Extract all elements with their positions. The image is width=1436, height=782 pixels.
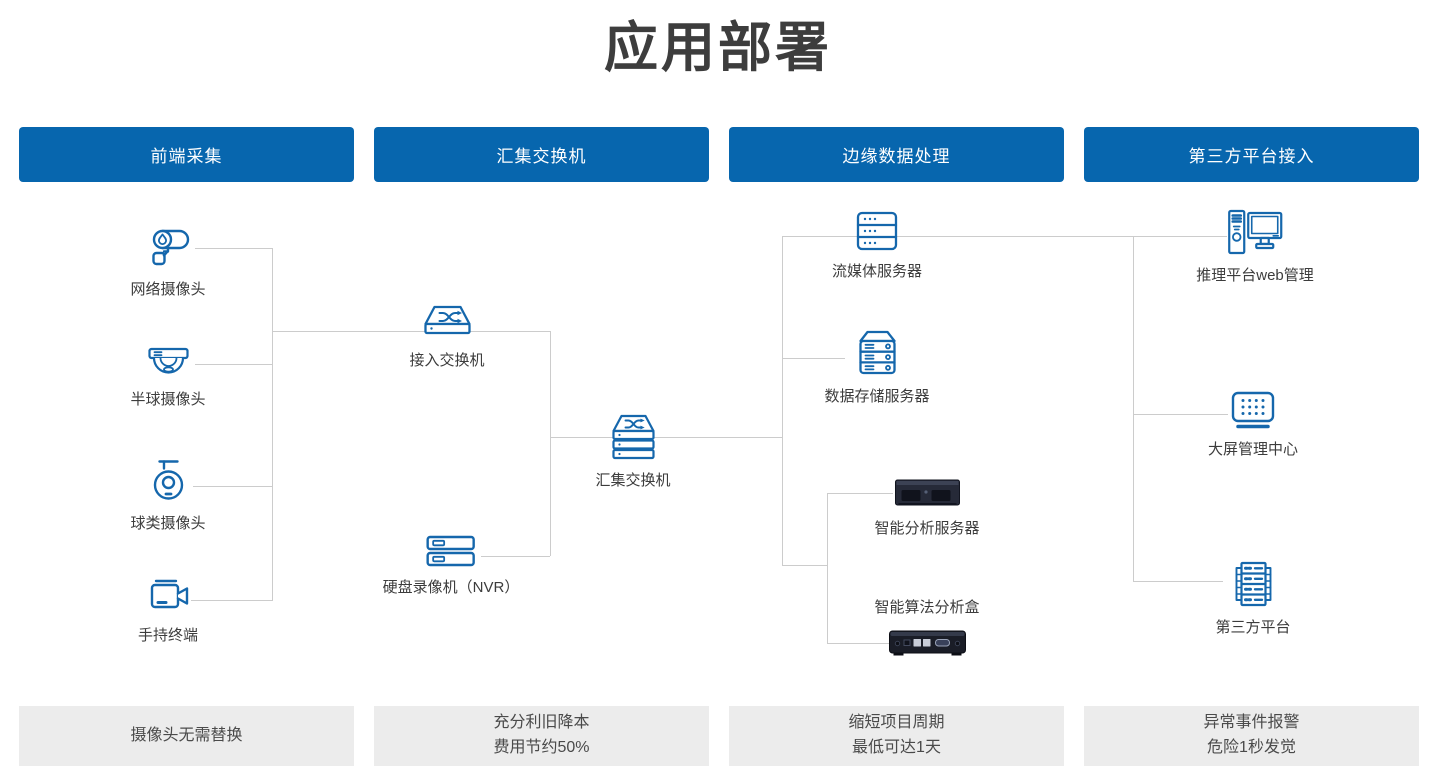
connector-line xyxy=(193,486,272,487)
node-third-party-platform: 第三方平台 xyxy=(1215,560,1291,637)
dome-camera-icon xyxy=(146,346,190,380)
ball-camera-icon xyxy=(148,458,188,504)
connector-line xyxy=(272,248,273,601)
connector-line xyxy=(827,643,899,644)
node-label: 球类摄像头 xyxy=(130,515,206,532)
led-screen-icon xyxy=(1230,390,1276,430)
node-big-screen-center: 大屏管理中心 xyxy=(1208,390,1298,459)
desktop-computer-icon xyxy=(1226,208,1284,256)
connector-line xyxy=(272,331,550,332)
node-label: 半球摄像头 xyxy=(130,391,206,408)
node-label: 接入交换机 xyxy=(409,352,485,369)
node-storage-server: 数据存储服务器 xyxy=(824,329,930,406)
handheld-camera-icon xyxy=(146,576,190,616)
stacked-switch-icon xyxy=(604,413,662,461)
column-header-frontend-capture: 前端采集 xyxy=(19,127,354,182)
node-label: 第三方平台 xyxy=(1215,619,1291,636)
page-title: 应用部署 xyxy=(604,18,832,78)
bullet-camera-icon xyxy=(145,224,191,270)
column-header-edge-processing: 边缘数据处理 xyxy=(729,127,1064,182)
storage-server-icon xyxy=(854,329,900,377)
node-label: 数据存储服务器 xyxy=(824,388,930,405)
benefit-frontend-capture: 摄像头无需替换 xyxy=(19,706,354,766)
node-streaming-server: 流媒体服务器 xyxy=(832,210,922,281)
connector-line xyxy=(195,364,272,365)
benefit-line: 摄像头无需替换 xyxy=(130,726,243,744)
connector-line xyxy=(782,236,1227,237)
node-label: 智能分析服务器 xyxy=(874,520,980,537)
node-nvr-recorder: 硬盘录像机（NVR） xyxy=(382,534,520,597)
connector-line xyxy=(782,236,783,565)
node-dome-camera: 半球摄像头 xyxy=(130,346,206,409)
streaming-server-icon xyxy=(854,210,900,252)
connector-line xyxy=(1133,414,1228,415)
node-label: 推理平台web管理 xyxy=(1196,267,1314,284)
benefit-line: 充分利旧降本 xyxy=(493,714,590,732)
network-switch-icon xyxy=(418,303,476,341)
benefit-aggregation-switch: 充分利旧降本 费用节约50% xyxy=(374,706,709,766)
node-label: 手持终端 xyxy=(137,627,199,644)
node-handheld-terminal: 手持终端 xyxy=(138,576,198,645)
connector-line xyxy=(550,437,782,438)
connector-line xyxy=(827,493,828,644)
node-label: 硬盘录像机（NVR） xyxy=(382,579,520,596)
server-rack-icon xyxy=(1230,560,1276,608)
node-access-switch: 接入交换机 xyxy=(409,303,485,370)
connector-line xyxy=(195,248,272,249)
connector-line xyxy=(191,600,272,601)
benefit-third-party: 异常事件报警 危险1秒发觉 xyxy=(1084,706,1419,766)
node-label: 汇集交换机 xyxy=(595,472,671,489)
analysis-server-photo xyxy=(894,477,960,509)
node-label: 网络摄像头 xyxy=(130,281,206,298)
node-ball-camera: 球类摄像头 xyxy=(130,458,206,533)
node-label: 大屏管理中心 xyxy=(1207,441,1299,458)
benefit-line: 最低可达1天 xyxy=(852,739,941,756)
node-label: 流媒体服务器 xyxy=(831,263,923,280)
node-network-camera: 网络摄像头 xyxy=(130,224,206,299)
connector-line xyxy=(1133,581,1223,582)
connector-line xyxy=(481,556,550,557)
column-header-third-party: 第三方平台接入 xyxy=(1084,127,1419,182)
node-inference-web: 推理平台web管理 xyxy=(1196,208,1314,285)
connector-line xyxy=(827,493,893,494)
connector-line xyxy=(782,565,828,566)
benefit-edge-processing: 缩短项目周期 最低可达1天 xyxy=(729,706,1064,766)
benefit-line: 危险1秒发觉 xyxy=(1207,739,1296,756)
benefit-line: 缩短项目周期 xyxy=(848,714,945,732)
connector-line xyxy=(1133,236,1134,582)
column-header-aggregation-switch: 汇集交换机 xyxy=(374,127,709,182)
node-label: 智能算法分析盒 xyxy=(874,599,980,616)
analysis-box-photo xyxy=(887,625,967,659)
nvr-recorder-icon xyxy=(425,534,477,568)
node-aggregation-switch: 汇集交换机 xyxy=(595,413,671,490)
benefit-line: 异常事件报警 xyxy=(1203,714,1300,732)
node-analysis-server: 智能分析服务器 xyxy=(874,477,980,538)
node-analysis-box: 智能算法分析盒 xyxy=(874,596,980,659)
connector-line xyxy=(550,331,551,556)
connector-line xyxy=(782,358,845,359)
benefit-line: 费用节约50% xyxy=(493,739,590,756)
